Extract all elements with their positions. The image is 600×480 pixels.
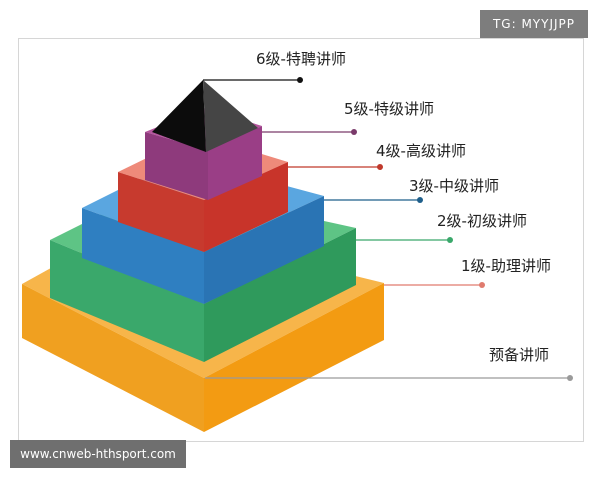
label-preparatory: 预备讲师 (489, 346, 550, 364)
tier-black-apex (152, 80, 258, 152)
label-level-6: 6级-特聘讲师 (256, 50, 346, 68)
label-level-3: 3级-中级讲师 (409, 177, 499, 195)
label-level-2: 2级-初级讲师 (437, 212, 527, 230)
label-level-5: 5级-特级讲师 (344, 100, 434, 118)
leader-lines (203, 77, 573, 381)
label-level-1: 1级-助理讲师 (461, 257, 551, 275)
label-level-4: 4级-高级讲师 (376, 142, 466, 160)
corner-tag: TG: MYYJJPP (480, 10, 588, 38)
footer-url[interactable]: www.cnweb-hthsport.com (10, 440, 186, 468)
